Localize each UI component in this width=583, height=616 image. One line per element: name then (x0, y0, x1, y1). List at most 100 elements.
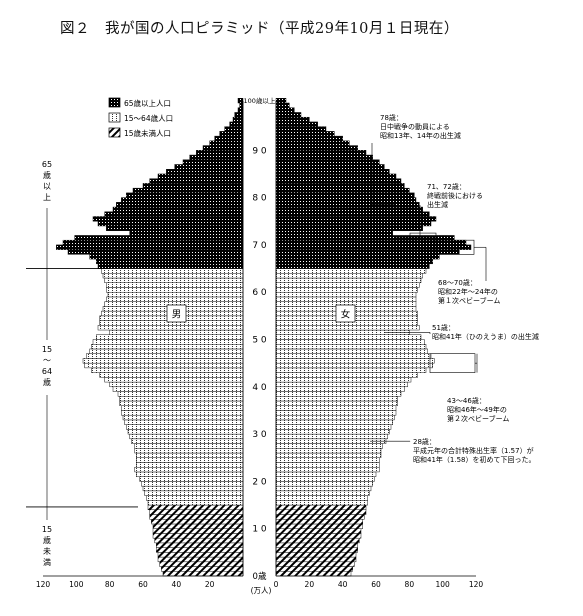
male-bar (182, 159, 244, 165)
male-bar (126, 192, 244, 198)
x-tick-label-male: 100 (69, 580, 84, 589)
x-tick-label-female: 80 (405, 580, 415, 589)
age-tick-label: 3 0 (252, 430, 267, 440)
male-bar (219, 131, 244, 137)
male-bar (156, 542, 244, 548)
female-bar (275, 462, 380, 468)
female-bar (275, 268, 427, 274)
male-bar (134, 448, 244, 454)
female-bar (275, 126, 327, 132)
male-bar (157, 552, 244, 558)
age-tick-label: 7 0 (252, 241, 267, 251)
female-bar (275, 135, 343, 142)
male-bar (102, 273, 244, 279)
female-bar (275, 173, 397, 179)
female-bar (275, 367, 427, 373)
female-bar (275, 396, 398, 402)
legend-label-child: 15歳未満人口 (124, 128, 171, 138)
svg-text:上: 上 (43, 193, 51, 202)
male-bar (129, 433, 244, 440)
male-bar (136, 452, 244, 458)
annotation-text: 第２次ベビーブーム (447, 414, 509, 423)
legend: 65歳以上人口 15～64歳人口 15歳未満人口 (108, 97, 173, 138)
male-bar (152, 523, 244, 529)
female-bar (275, 561, 355, 567)
male-bar (89, 254, 244, 260)
male-bar (97, 263, 244, 269)
male-bar (232, 116, 244, 123)
male-bar (159, 561, 244, 567)
x-tick-label-female: 20 (305, 580, 315, 589)
male-bar (121, 410, 244, 416)
male-bar (224, 126, 244, 132)
female-bar (275, 542, 358, 548)
female-bar (275, 419, 393, 425)
female-bar (275, 457, 380, 463)
svg-text:以: 以 (43, 182, 51, 191)
age-group-label-lower: 15 歳 未 満 (42, 525, 52, 567)
male-bar (104, 277, 244, 283)
male-bar (154, 537, 244, 544)
annotation-text: 昭和46年～49年の (447, 405, 507, 414)
annotation-text: 日中戦争の動員による (380, 122, 450, 131)
female-bar (275, 344, 427, 350)
female-bar (275, 339, 425, 345)
female-bar (275, 291, 417, 298)
svg-text:未: 未 (43, 546, 51, 556)
svg-text:15: 15 (42, 345, 52, 354)
female-bar (275, 112, 302, 118)
male-bar (136, 457, 244, 463)
female-bar (275, 154, 373, 160)
male-bar (92, 216, 244, 222)
female-bar (275, 504, 367, 511)
male-bar (134, 443, 244, 449)
age-group-label-upper: 65 歳 以 上 (42, 160, 52, 202)
male-bar (157, 173, 244, 179)
annotation-box (409, 232, 437, 243)
female-bar (275, 509, 367, 515)
svg-text:15: 15 (42, 525, 52, 534)
female-bar (275, 490, 370, 496)
svg-text:65: 65 (42, 160, 52, 169)
female-bar (275, 273, 423, 279)
male-bar (149, 509, 244, 515)
female-label: 女 (341, 309, 351, 321)
male-bar (146, 495, 244, 501)
male-bar (104, 211, 244, 217)
male-bar (127, 429, 244, 435)
male-bar (99, 372, 244, 378)
male-bar (106, 225, 244, 231)
male-bar (237, 98, 244, 104)
male-bar (152, 533, 244, 539)
svg-text:満: 満 (43, 558, 51, 567)
male-bar (107, 291, 244, 298)
female-bar (275, 244, 472, 250)
x-axis-unit-label: (万人) (251, 586, 272, 595)
male-bar (196, 150, 244, 156)
age-tick-label-top: 100歳以上 (244, 96, 276, 105)
male-bar (189, 154, 244, 160)
female-bar (275, 183, 405, 189)
male-bar (96, 334, 244, 340)
female-bar (275, 400, 398, 406)
x-tick-label-female: 60 (371, 580, 381, 589)
svg-text:歳: 歳 (43, 377, 51, 387)
male-bar (56, 244, 244, 250)
legend-swatch-child (108, 127, 121, 138)
male-bar (84, 362, 244, 369)
age-tick-label: 9 0 (252, 146, 267, 156)
female-bar (275, 164, 385, 170)
male-bar (67, 249, 244, 255)
female-bar (275, 552, 357, 558)
x-tick-label-female: 100 (436, 580, 451, 589)
annotation-text: 51歳： (432, 323, 455, 332)
legend-swatch-working (108, 112, 121, 123)
female-bar (275, 221, 432, 227)
male-bar (104, 377, 244, 383)
male-bar (129, 230, 244, 236)
male-bar (214, 135, 244, 142)
female-bar (275, 358, 435, 364)
female-bar (275, 523, 363, 529)
